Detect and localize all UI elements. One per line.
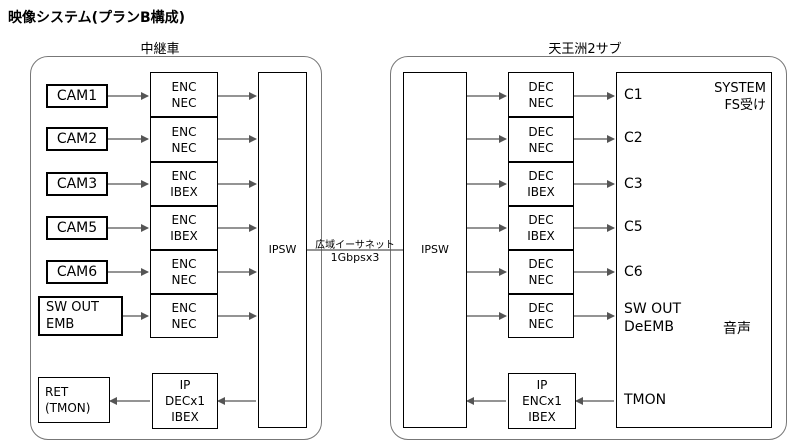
ipsw-left: IPSW [258,72,307,428]
encoder-vendor: NEC [171,273,197,287]
return-decoder-line3: IBEX [171,410,199,424]
wan-link-bandwidth: 1Gbpsx3 [330,251,380,264]
tmon-label: TMON [624,392,667,408]
ret-line1: RET [45,385,69,399]
source-label: CAM3 [56,176,98,192]
ret-line2: (TMON) [45,401,91,415]
encoder-6: ENC NEC [150,294,218,338]
decoder-4: DEC IBEX [508,206,574,250]
decoder-type: DEC [528,169,554,183]
system-label-line1: SYSTEM [714,81,766,96]
diagram-title: 映像システム(プランB構成) [8,10,186,26]
return-encoder-line3: IBEX [528,410,556,424]
encoder-vendor: NEC [171,317,197,331]
encoder-type: ENC [171,257,197,271]
ipsw-right: IPSW [403,72,467,428]
source-label: CAM5 [56,220,98,236]
decoder-type: DEC [528,301,554,315]
decoder-vendor: NEC [528,317,554,331]
decoder-type: DEC [528,79,554,94]
output-c3: C3 [624,176,643,192]
source-cam3: CAM3 [46,172,108,196]
encoder-type: ENC [171,124,197,139]
source-label-line2: EMB [46,317,75,332]
output-c5: C5 [624,219,643,235]
encoder-vendor: IBEX [170,185,198,199]
audio-output-label: 音声 [723,321,751,337]
decoder-type: DEC [528,257,554,271]
encoder-type: ENC [171,213,197,227]
system-fs-box [616,72,772,428]
decoder-vendor: NEC [528,95,554,110]
decoder-5: DEC NEC [508,250,574,294]
return-decoder-line2: DECx1 [165,394,205,408]
encoder-type: ENC [171,79,197,94]
source-label: CAM2 [56,131,98,147]
swout-line1: SW OUT [624,301,681,317]
return-ip-decoder: IP DECx1 IBEX [152,373,218,429]
swout-line2: DeEMB [624,319,674,335]
output-c6: C6 [624,264,643,280]
decoder-vendor: NEC [528,140,554,155]
ret-tmon-box: RET (TMON) [38,377,110,423]
right-section-frame [390,56,787,440]
source-label-line1: SW OUT [46,300,99,315]
system-label-line2: FS受け [724,98,766,113]
source-swout-emb: SW OUT EMB [38,296,123,336]
source-cam5: CAM5 [46,216,108,240]
encoder-3: ENC IBEX [150,162,218,206]
wan-link-label: 広域イーサネット [315,240,395,251]
source-cam1: CAM1 [46,84,108,108]
decoder-3: DEC IBEX [508,162,574,206]
left-section-frame [30,56,322,440]
encoder-type: ENC [171,301,197,315]
output-c2: C2 [624,130,643,146]
source-label: CAM6 [56,264,98,280]
return-encoder-line1: IP [536,378,548,392]
decoder-vendor: IBEX [527,229,555,243]
source-label: CAM1 [56,88,98,104]
decoder-6: DEC NEC [508,294,574,338]
encoder-type: ENC [171,169,197,183]
encoder-vendor: NEC [171,140,197,155]
decoder-vendor: NEC [528,273,554,287]
encoder-vendor: IBEX [170,229,198,243]
encoder-4: ENC IBEX [150,206,218,250]
source-cam6: CAM6 [46,260,108,284]
encoder-vendor: NEC [171,95,197,110]
ipsw-left-label: IPSW [268,243,297,256]
encoder-5: ENC NEC [150,250,218,294]
decoder-type: DEC [528,213,554,227]
return-ip-encoder: IP ENCx1 IBEX [508,373,576,429]
return-encoder-line2: ENCx1 [522,394,562,408]
output-c1: C1 [624,87,643,103]
return-decoder-line1: IP [179,378,191,392]
decoder-vendor: IBEX [527,185,555,199]
decoder-type: DEC [528,124,554,139]
source-cam2: CAM2 [46,127,108,151]
left-section-label: 中継車 [140,42,180,57]
system-label: SYSTEM FS受け [680,80,766,114]
output-swout-deemb: SW OUT DeEMB [624,300,681,336]
right-section-label: 天王洲2サブ [548,42,622,57]
ipsw-right-label: IPSW [421,243,449,256]
